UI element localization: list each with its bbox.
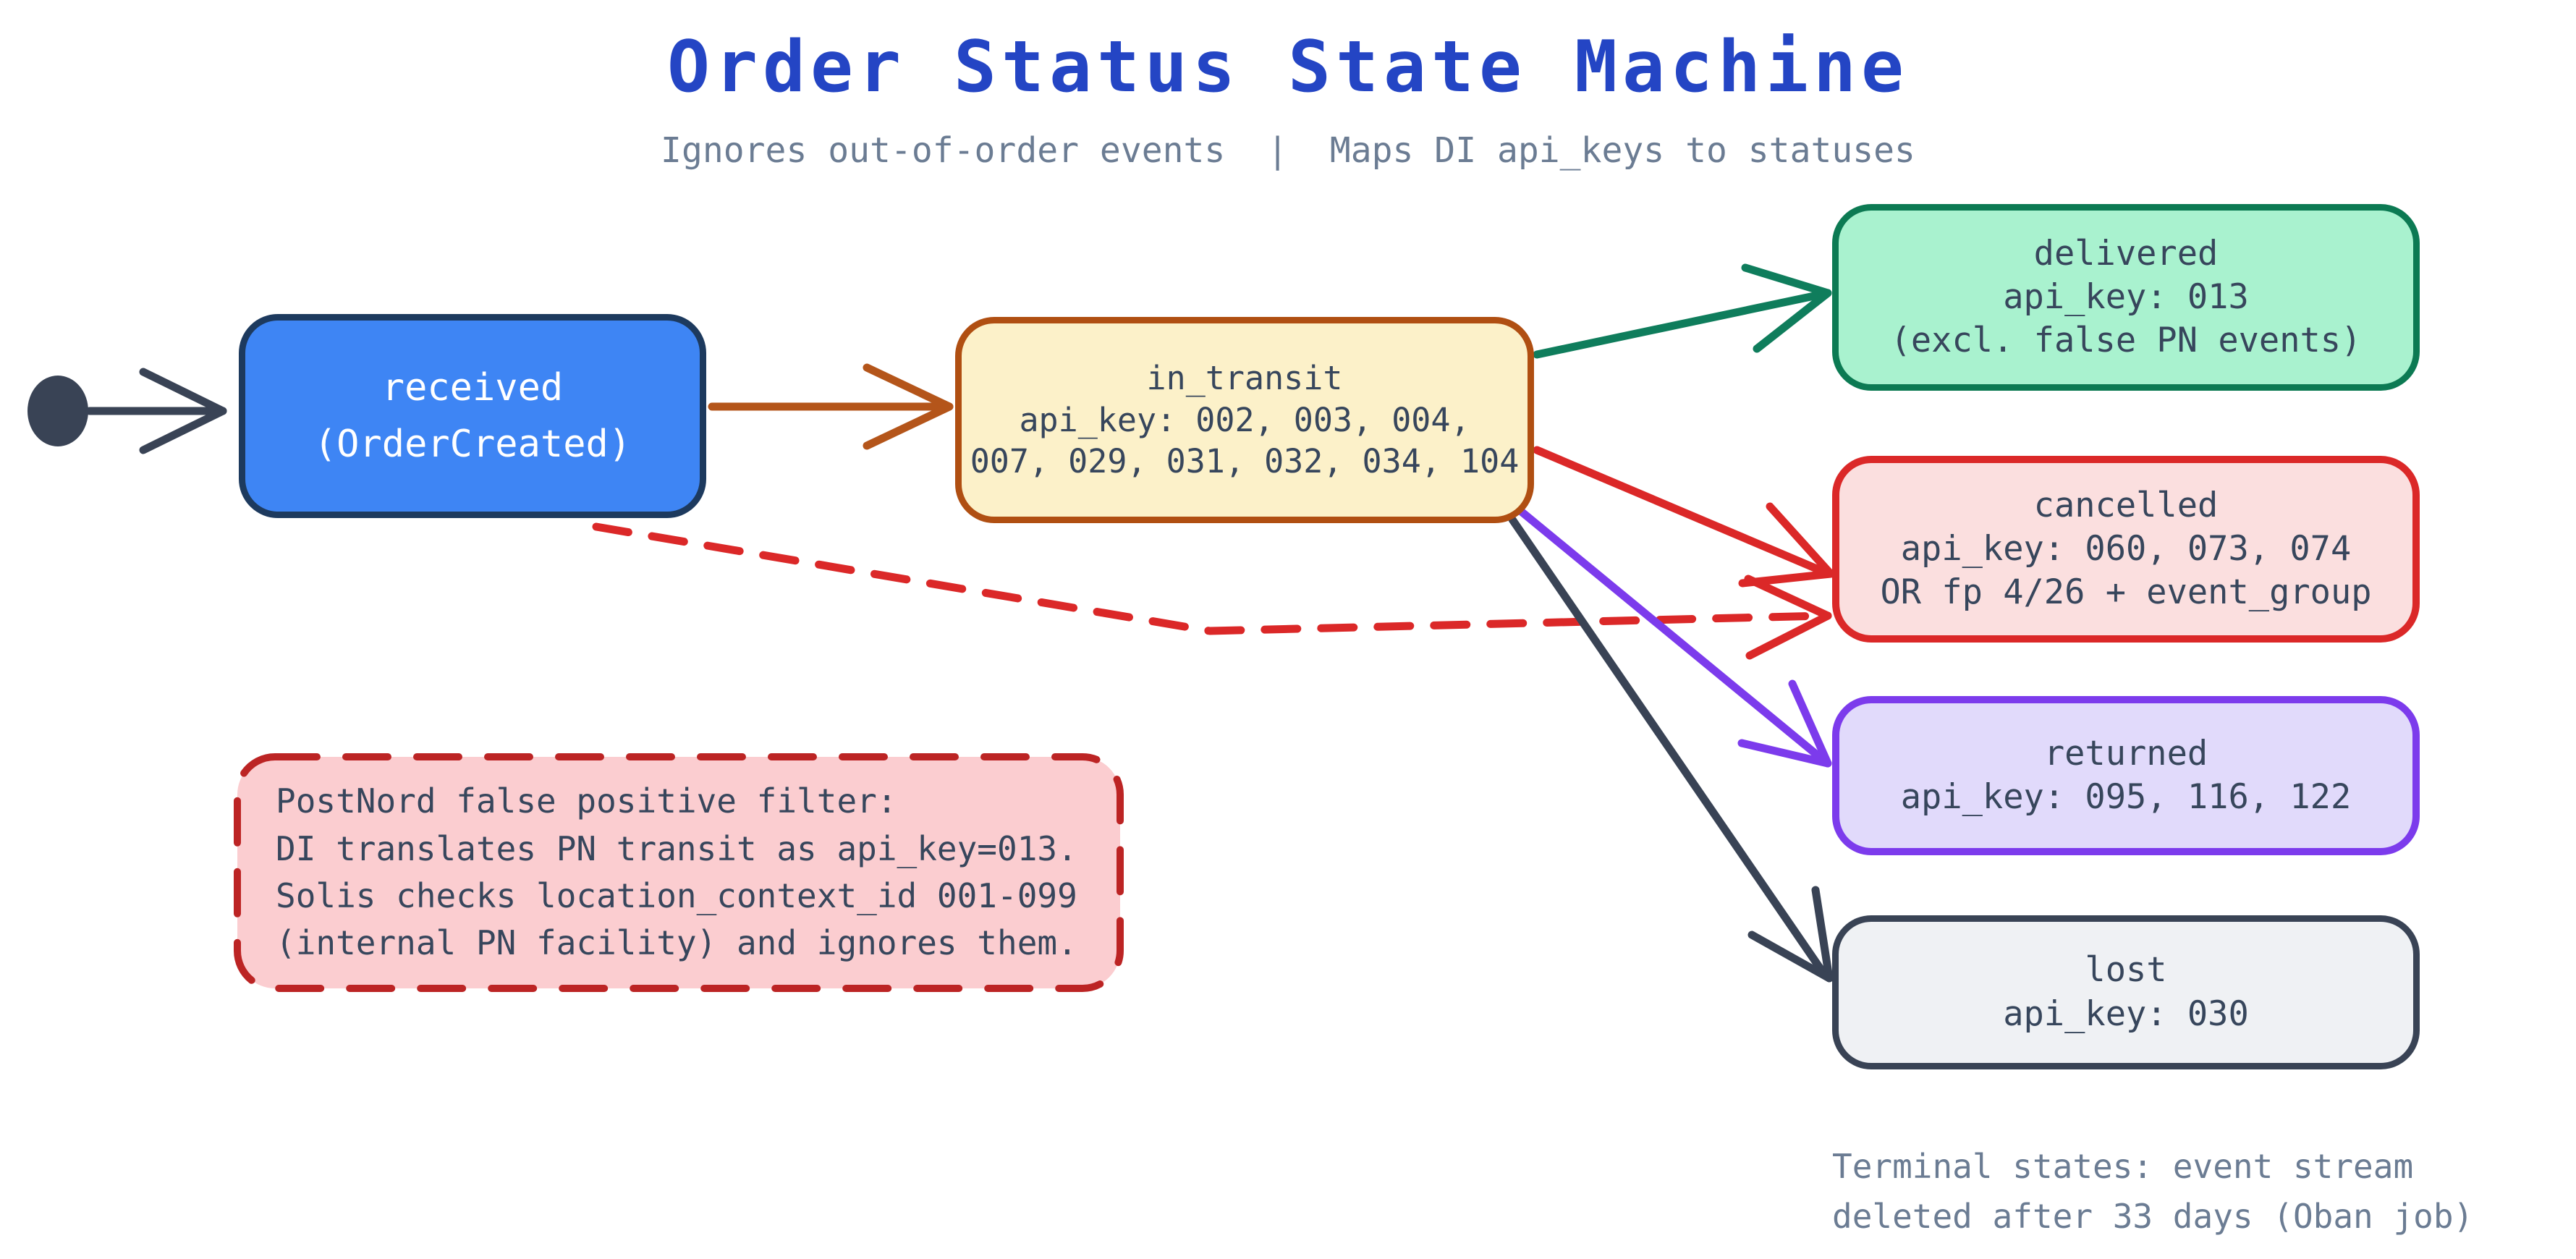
state-returned-name: returned xyxy=(2043,733,2208,773)
arrowhead-line xyxy=(139,368,227,415)
arrowhead-line xyxy=(1745,611,1832,660)
state-delivered: delivered api_key: 013 (excl. false PN e… xyxy=(1832,204,2420,391)
initial-state-dot xyxy=(27,376,88,446)
state-received-name: received xyxy=(381,366,564,410)
arrowhead-line xyxy=(863,402,954,450)
state-in-transit: in_transit api_key: 002, 003, 004, 007, … xyxy=(955,317,1534,523)
arrowhead-line xyxy=(863,363,954,411)
arrowhead-line xyxy=(1811,886,1834,983)
note-line: DI translates PN transit as api_key=013. xyxy=(276,828,1077,868)
note-postnord-filter: PostNord false positive filter: DI trans… xyxy=(234,754,1124,991)
note-line: PostNord false positive filter: xyxy=(276,781,897,821)
arrowhead-line xyxy=(1741,263,1832,297)
arrowhead-line xyxy=(1744,575,1832,620)
state-lost-name: lost xyxy=(2085,950,2167,991)
page-title: Order Status State Machine xyxy=(666,26,1910,109)
arrow-in-transit-to-delivered xyxy=(1533,263,1832,359)
page-subtitle: Ignores out-of-order events | Maps DI ap… xyxy=(661,130,1915,171)
arrow-shaft xyxy=(1515,506,1822,760)
state-returned: returned api_key: 095, 116, 122 xyxy=(1832,696,2420,855)
state-in-transit-name: in_transit xyxy=(1146,359,1343,398)
state-lost: lost api_key: 030 xyxy=(1832,915,2420,1069)
footnote-terminal-states: Terminal states: event stream deleted af… xyxy=(1832,1142,2473,1242)
state-cancelled-name: cancelled xyxy=(2033,485,2219,525)
footnote-line: deleted after 33 days (Oban job) xyxy=(1832,1197,2474,1236)
arrowhead-line xyxy=(1788,679,1832,768)
state-lost-keys: api_key: 030 xyxy=(2003,993,2249,1034)
footnote-line: Terminal states: event stream xyxy=(1832,1147,2414,1186)
arrow-start-to-received xyxy=(85,368,227,454)
state-cancelled: cancelled api_key: 060, 073, 074 OR fp 4… xyxy=(1832,456,2420,643)
state-cancelled-condition: OR fp 4/26 + event_group xyxy=(1880,572,2372,613)
arrow-in-transit-to-returned xyxy=(1515,506,1832,768)
state-received: received (OrderCreated) xyxy=(239,314,706,518)
arrowhead-line xyxy=(1766,502,1835,578)
arrowhead-line xyxy=(1737,739,1832,768)
arrow-in-transit-to-lost xyxy=(1508,515,1834,983)
arrow-shaft xyxy=(1508,515,1826,975)
note-box-border xyxy=(234,753,1124,992)
state-in-transit-keys-2: 007, 029, 031, 032, 034, 104 xyxy=(970,442,1520,481)
arrowhead-line xyxy=(1753,289,1832,353)
state-returned-keys: api_key: 095, 116, 122 xyxy=(1900,777,2352,817)
state-received-event: (OrderCreated) xyxy=(313,423,632,466)
arrow-shaft xyxy=(1533,446,1828,576)
state-delivered-name: delivered xyxy=(2033,233,2219,274)
arrow-shaft-dashed xyxy=(592,522,1828,635)
state-delivered-note: (excl. false PN events) xyxy=(1890,321,2362,361)
state-delivered-keys: api_key: 013 xyxy=(2003,276,2249,317)
state-in-transit-keys-1: api_key: 002, 003, 004, xyxy=(1019,400,1470,439)
note-line: (internal PN facility) and ignores them. xyxy=(276,923,1077,963)
arrow-received-to-in-transit xyxy=(708,363,954,450)
arrowhead-line xyxy=(1747,931,1834,983)
state-cancelled-keys: api_key: 060, 073, 074 xyxy=(1900,528,2352,569)
arrow-shaft xyxy=(1533,291,1822,359)
note-line: Solis checks location_context_id 001-099 xyxy=(276,876,1077,915)
arrow-received-to-cancelled-dashed xyxy=(592,522,1832,660)
arrowhead-line xyxy=(139,407,227,454)
